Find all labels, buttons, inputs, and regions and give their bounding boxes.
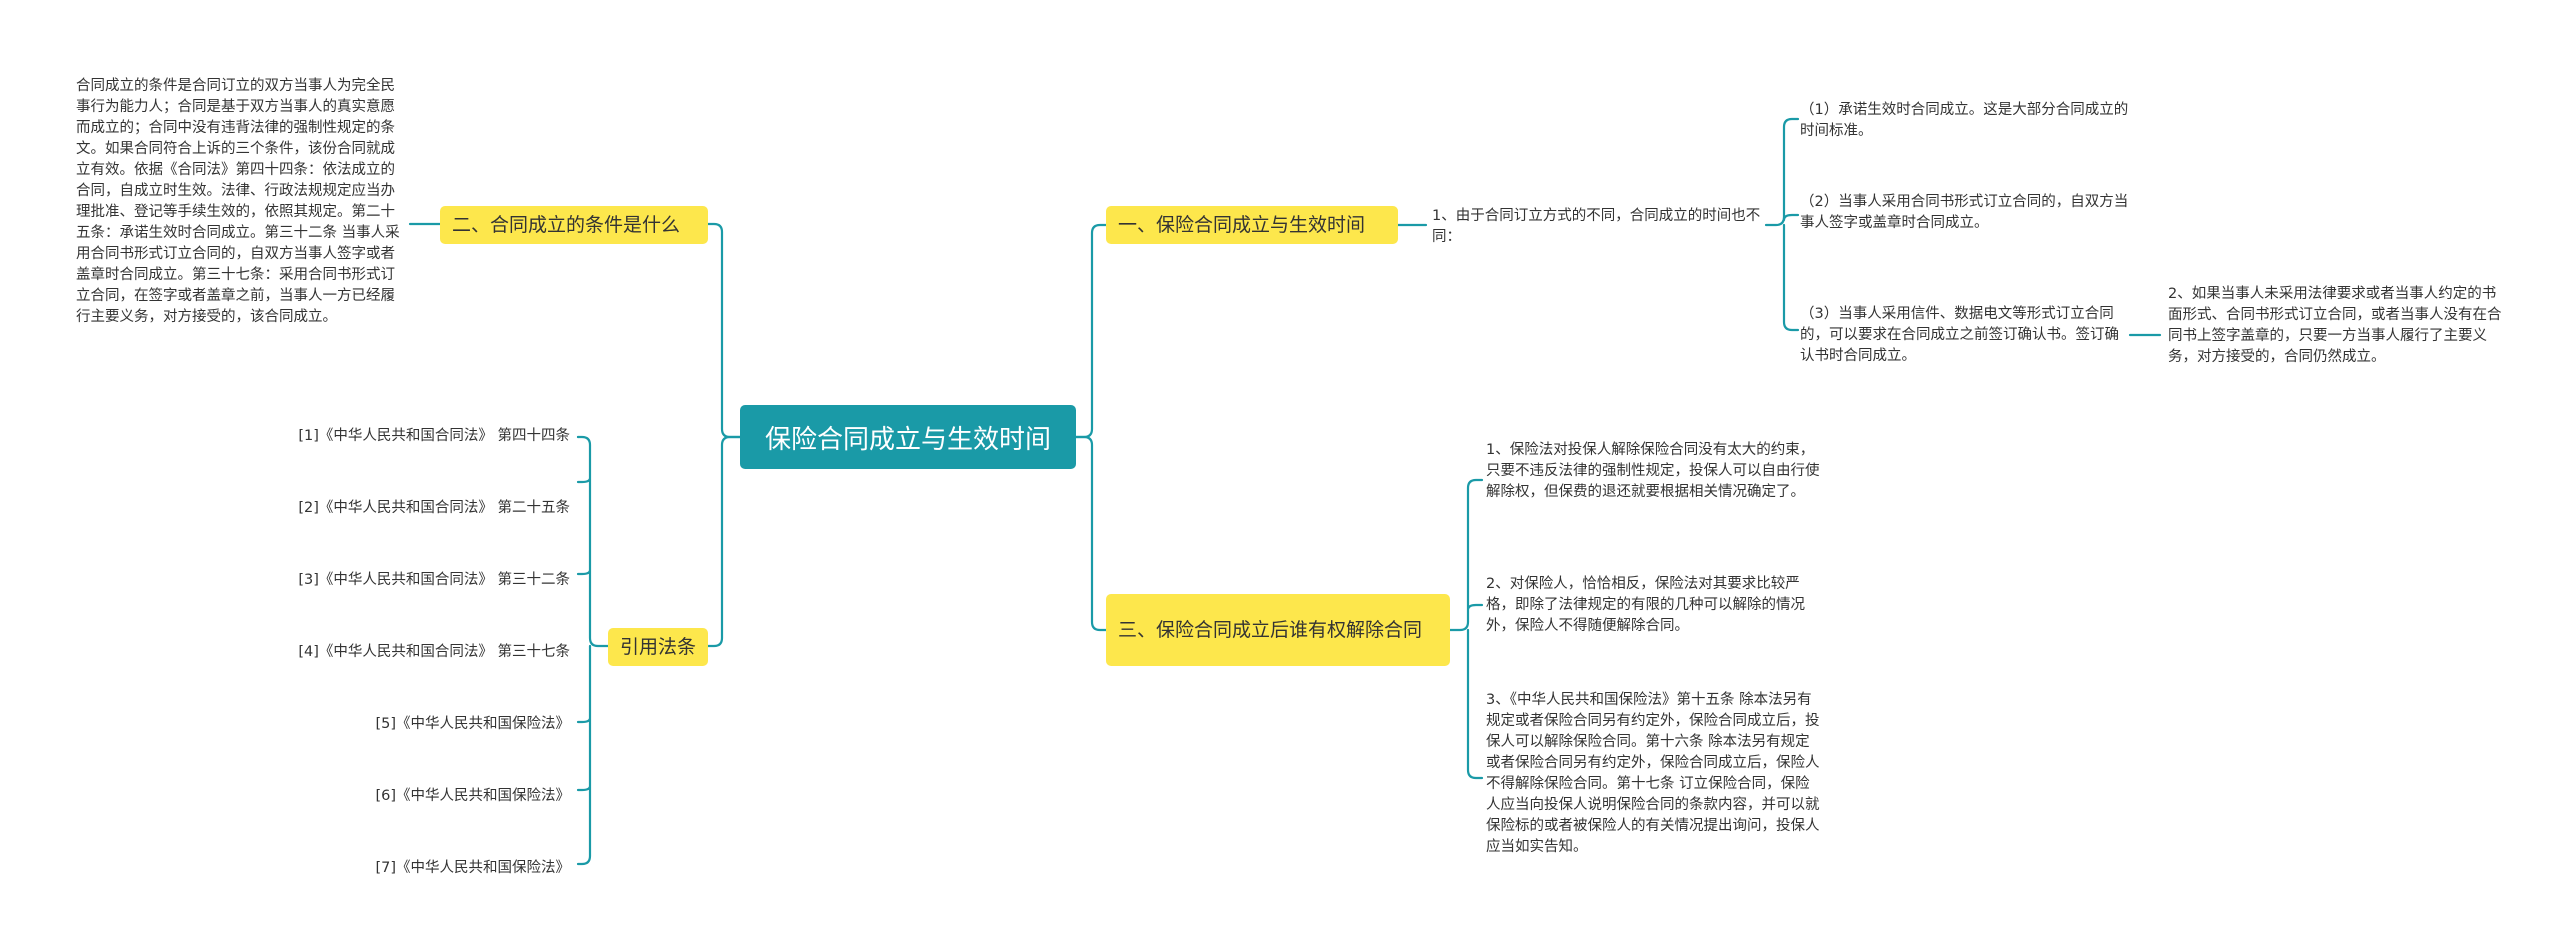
root-topic[interactable]: 保险合同成立与生效时间 [740, 405, 1076, 469]
edge-root-conditions [706, 222, 742, 439]
formation-sub-3: （3）当事人采用信件、数据电文等形式订立合同的，可以要求在合同成立之前签订确认书… [1800, 306, 2119, 364]
formation-sub-1: （1）承诺生效时合同成立。这是大部分合同成立的时间标准。 [1800, 102, 2129, 139]
edge-root-b3 [1074, 435, 1108, 632]
termination-item-2: 2、对保险人，恰恰相反，保险法对其要求比较严格，即除了法律规定的有限的几种可以解… [1486, 576, 1805, 634]
citation-item: [5]《中华人民共和国保险法》 [375, 716, 570, 732]
formation-sub-2: （2）当事人采用合同书形式订立合同的，自双方当事人签字或盖章时合同成立。 [1800, 194, 2129, 231]
citation-item: [1]《中华人民共和国合同法》 第四十四条 [298, 428, 570, 444]
branch-termination-rights[interactable]: 三、保险合同成立后谁有权解除合同 [1106, 594, 1450, 666]
citation-item: [7]《中华人民共和国保险法》 [375, 860, 570, 876]
citation-item: [3]《中华人民共和国合同法》 第三十二条 [298, 572, 570, 588]
branch-formation-and-effect[interactable]: 一、保险合同成立与生效时间 [1106, 206, 1398, 244]
edge-root-b1 [1074, 223, 1108, 439]
citation-item: [2]《中华人民共和国合同法》 第二十五条 [298, 500, 570, 516]
citation-item: [6]《中华人民共和国保险法》 [375, 788, 570, 804]
formation-intro-text: 1、由于合同订立方式的不同，合同成立的时间也不同： [1432, 208, 1761, 245]
termination-item-1: 1、保险法对投保人解除保险合同没有太大的约束，只要不违反法律的强制性规定，投保人… [1486, 442, 1820, 500]
citation-item: [4]《中华人民共和国合同法》 第三十七条 [298, 644, 570, 660]
edge-intro-subs [1764, 117, 1800, 332]
formation-note-text: 2、如果当事人未采用法律要求或者当事人约定的书面形式、合同书形式订立合同，或者当… [2168, 286, 2502, 365]
termination-item-3: 3、《中华人民共和国保险法》第十五条 除本法另有规定或者保险合同另有约定外，保险… [1486, 692, 1820, 855]
edge-root-citations [706, 435, 742, 648]
edge-citations-bracket [576, 435, 610, 866]
conditions-detail-text: 合同成立的条件是合同订立的双方当事人为完全民事行为能力人；合同是基于双方当事人的… [76, 78, 400, 325]
branch-citations[interactable]: 引用法条 [608, 628, 708, 666]
edge-b3-items [1448, 478, 1484, 780]
branch-contract-conditions[interactable]: 二、合同成立的条件是什么 [440, 206, 708, 244]
